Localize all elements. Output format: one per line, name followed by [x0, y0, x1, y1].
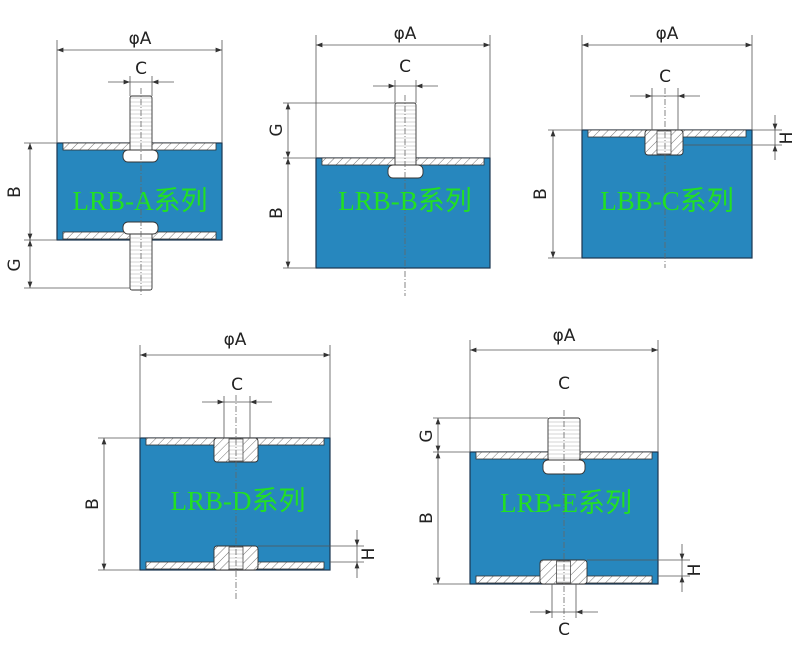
dim-e-c: C [558, 374, 570, 394]
series-label-b: LRB-B系列 [338, 186, 472, 216]
dim-e-diameter: φA [553, 326, 576, 346]
insert-bore-c [656, 130, 672, 155]
dim-e-b: B [417, 512, 437, 524]
dim-a-b: B [5, 186, 25, 198]
dim-b-c: C [399, 57, 411, 77]
series-label-d: LRB-D系列 [171, 486, 306, 516]
stud-head-a-bottom [122, 221, 159, 235]
dim-c-b: B [531, 188, 551, 200]
threaded-stud-b [394, 102, 417, 167]
series-label-e: LRB-E系列 [500, 488, 632, 518]
dim-c-diameter: φA [656, 24, 679, 44]
dim-d-h: H [359, 548, 379, 561]
series-label-a: LRB-A系列 [73, 186, 208, 216]
dim-a-diameter: φA [129, 29, 152, 49]
dim-b-g: G [267, 123, 287, 136]
dim-d-diameter: φA [224, 330, 247, 350]
dim-d-b: B [83, 498, 103, 510]
series-label-c: LBB-C系列 [600, 186, 734, 216]
dim-c-c: C [659, 67, 671, 87]
dim-e-h: H [685, 564, 705, 577]
dim-e-g: G [417, 429, 437, 442]
insert-bore-e-bottom [556, 560, 571, 584]
dim-a-g: G [5, 258, 25, 271]
dim-b-diameter: φA [394, 24, 417, 44]
stud-head-b [387, 164, 424, 179]
dim-d-c: C [231, 375, 243, 395]
dim-a-c: C [135, 59, 147, 79]
dim-b-b: B [267, 207, 287, 219]
dim-e-c-bottom: C [558, 620, 570, 640]
dim-c-h: H [777, 132, 797, 145]
stud-head-a-top [122, 149, 159, 163]
